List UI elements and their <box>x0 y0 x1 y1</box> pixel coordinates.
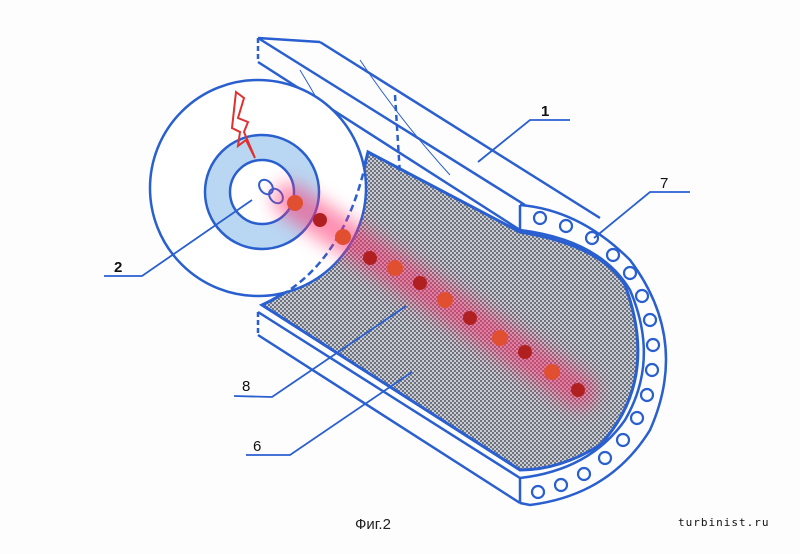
plasma-sparks <box>287 195 585 397</box>
figure-caption: Фиг.2 <box>355 516 391 533</box>
lightning-icon <box>230 90 256 159</box>
leader-1 <box>477 119 570 163</box>
leader-8 <box>233 305 407 398</box>
label-8: 8 <box>242 378 250 395</box>
label-7: 7 <box>660 175 668 192</box>
leader-2 <box>104 199 253 277</box>
watermark: turbinist.ru <box>678 516 769 529</box>
label-1: 1 <box>541 103 549 120</box>
label-6: 6 <box>253 438 261 455</box>
leader-6 <box>246 371 413 456</box>
end-cooling-ring <box>518 203 668 507</box>
casing-bottom-rail <box>256 310 522 505</box>
cooling-channels <box>530 210 661 500</box>
leader-7 <box>593 191 690 239</box>
label-2: 2 <box>114 259 122 276</box>
